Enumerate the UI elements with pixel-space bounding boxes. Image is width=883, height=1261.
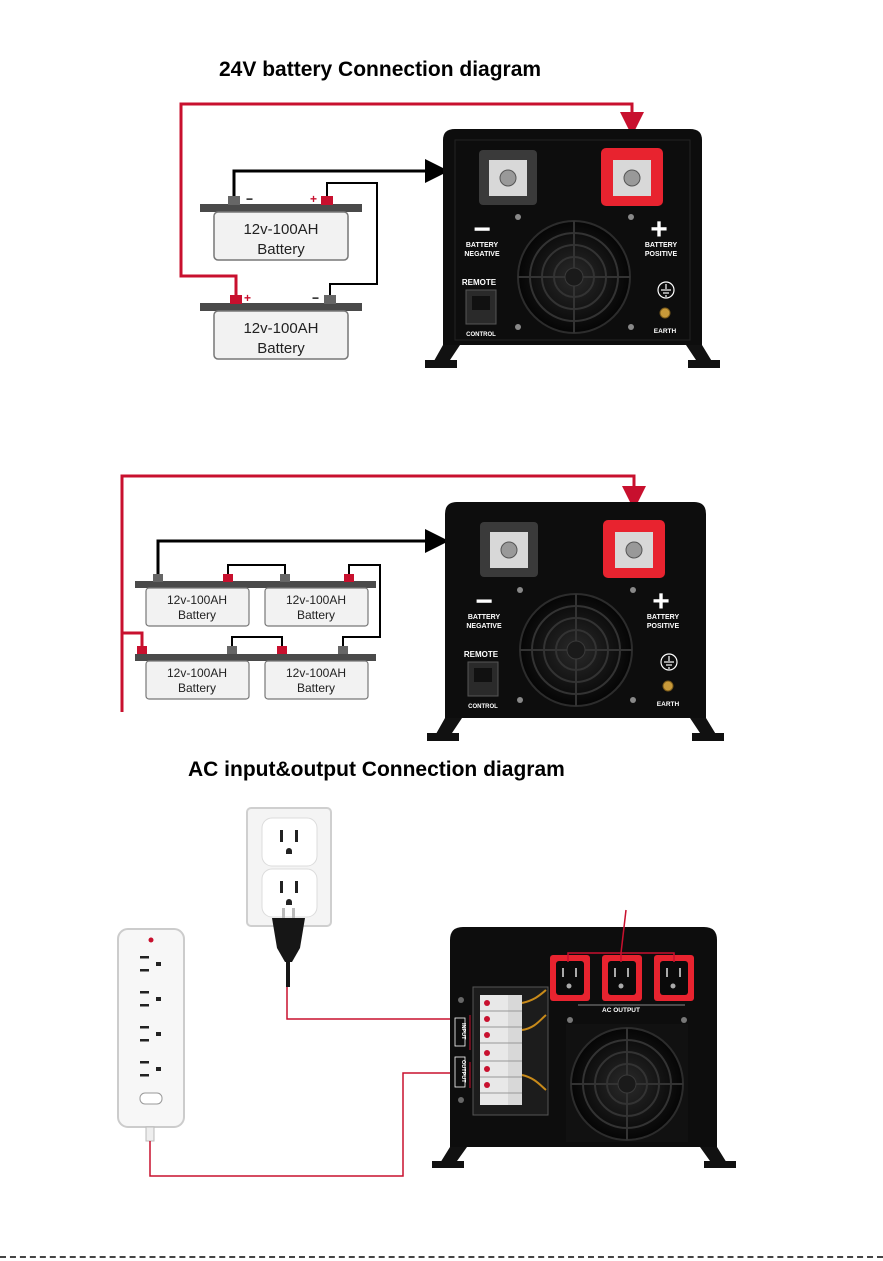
negative-wire: [156, 529, 449, 576]
remote-label: REMOTE: [464, 650, 499, 659]
battery-neg-sign: −: [312, 291, 319, 305]
ac-input-wire: [286, 987, 472, 1020]
negative-wire: [232, 159, 449, 198]
input-label: INPUT: [460, 1023, 466, 1040]
battery: 12v-100AH Battery − +: [200, 192, 362, 261]
series-link-wire: [342, 564, 381, 647]
ac-output-socket: [654, 955, 694, 1001]
fan-icon: [517, 220, 631, 334]
battery: 12v-100AH Battery: [135, 574, 260, 627]
battery-label-line2: Battery: [257, 241, 305, 258]
ac-output-socket: [550, 955, 590, 1001]
section-4-battery: 12v-100AH Battery 12v-100AH Battery 12v-…: [120, 474, 724, 741]
inverter-rear: AC OUTPUT INPU: [432, 909, 736, 1168]
earth-label: EARTH: [657, 701, 680, 708]
fan-icon: [566, 1017, 688, 1142]
control-label: CONTROL: [466, 332, 496, 338]
battery-positive-label: BATTERY: [645, 242, 678, 249]
battery-pos-sign: +: [244, 291, 251, 305]
earth-label: EARTH: [654, 328, 677, 335]
battery-positive-label: BATTERY: [647, 614, 680, 621]
inverter-front: − + BATTERY NEGATIVE BATTERY POSITIVE RE…: [427, 502, 724, 741]
battery: 12v-100AH Battery: [256, 574, 376, 627]
section-ac: AC OUTPUT INPU: [117, 807, 736, 1177]
battery-label-line1: 12v-100AH: [286, 593, 346, 607]
battery-pos-sign: +: [310, 192, 317, 206]
heading-ac-io: AC input&output Connection diagram: [188, 758, 565, 781]
positive-wire: [179, 102, 644, 296]
power-strip-icon: [117, 928, 185, 1142]
ac-output-wire: [149, 1072, 473, 1177]
earth-terminal: [662, 680, 674, 692]
ac-output-socket: [602, 955, 642, 1001]
terminal-block-icon: [472, 986, 549, 1116]
inverter-front: − + BATTERY NEGATIVE BATTERY POSITIVE RE…: [425, 129, 720, 368]
battery: 12v-100AH Battery: [256, 646, 376, 700]
battery-negative-label: NEGATIVE: [464, 251, 500, 258]
battery-negative-label: NEGATIVE: [466, 623, 502, 630]
battery-label-line2: Battery: [257, 340, 305, 357]
section-24v: 12v-100AH Battery − + 12v-100AH Battery …: [179, 102, 720, 368]
output-label: OUTPUT: [460, 1060, 466, 1083]
earth-ground-icon: [660, 653, 678, 671]
wall-outlet-icon: [246, 807, 332, 927]
earth-ground-icon: [657, 281, 675, 299]
battery-label-line1: 12v-100AH: [286, 666, 346, 680]
battery-positive-label: POSITIVE: [645, 251, 678, 258]
battery-negative-symbol: −: [475, 585, 493, 618]
battery-negative-label: BATTERY: [466, 242, 499, 249]
battery-label-line2: Battery: [297, 608, 335, 622]
control-label: CONTROL: [468, 704, 498, 710]
positive-wire: [120, 474, 646, 647]
battery-neg-sign: −: [246, 192, 253, 206]
series-link-wire: [227, 564, 286, 576]
battery: 12v-100AH Battery + −: [200, 291, 362, 360]
earth-terminal: [659, 307, 671, 319]
battery-label-line1: 12v-100AH: [167, 593, 227, 607]
battery-positive-label: POSITIVE: [647, 623, 680, 630]
battery-negative-label: BATTERY: [468, 614, 501, 621]
series-link-wire: [231, 636, 283, 647]
battery-positive-symbol: +: [650, 213, 668, 246]
battery: 12v-100AH Battery: [135, 646, 260, 700]
battery-label-line2: Battery: [297, 681, 335, 695]
battery-label-line1: 12v-100AH: [167, 666, 227, 680]
battery-positive-symbol: +: [652, 585, 670, 618]
fan-icon: [519, 593, 633, 707]
battery-label-line2: Battery: [178, 681, 216, 695]
battery-label-line2: Battery: [178, 608, 216, 622]
ac-output-label: AC OUTPUT: [602, 1007, 640, 1014]
series-link-wire: [326, 182, 378, 296]
heading-24v-battery: 24V battery Connection diagram: [219, 58, 542, 81]
remote-label: REMOTE: [462, 278, 497, 287]
battery-negative-symbol: −: [473, 213, 491, 246]
page-divider: [0, 1256, 883, 1258]
plug-icon: [272, 908, 305, 987]
battery-label-line1: 12v-100AH: [243, 320, 318, 337]
battery-label-line1: 12v-100AH: [243, 221, 318, 238]
